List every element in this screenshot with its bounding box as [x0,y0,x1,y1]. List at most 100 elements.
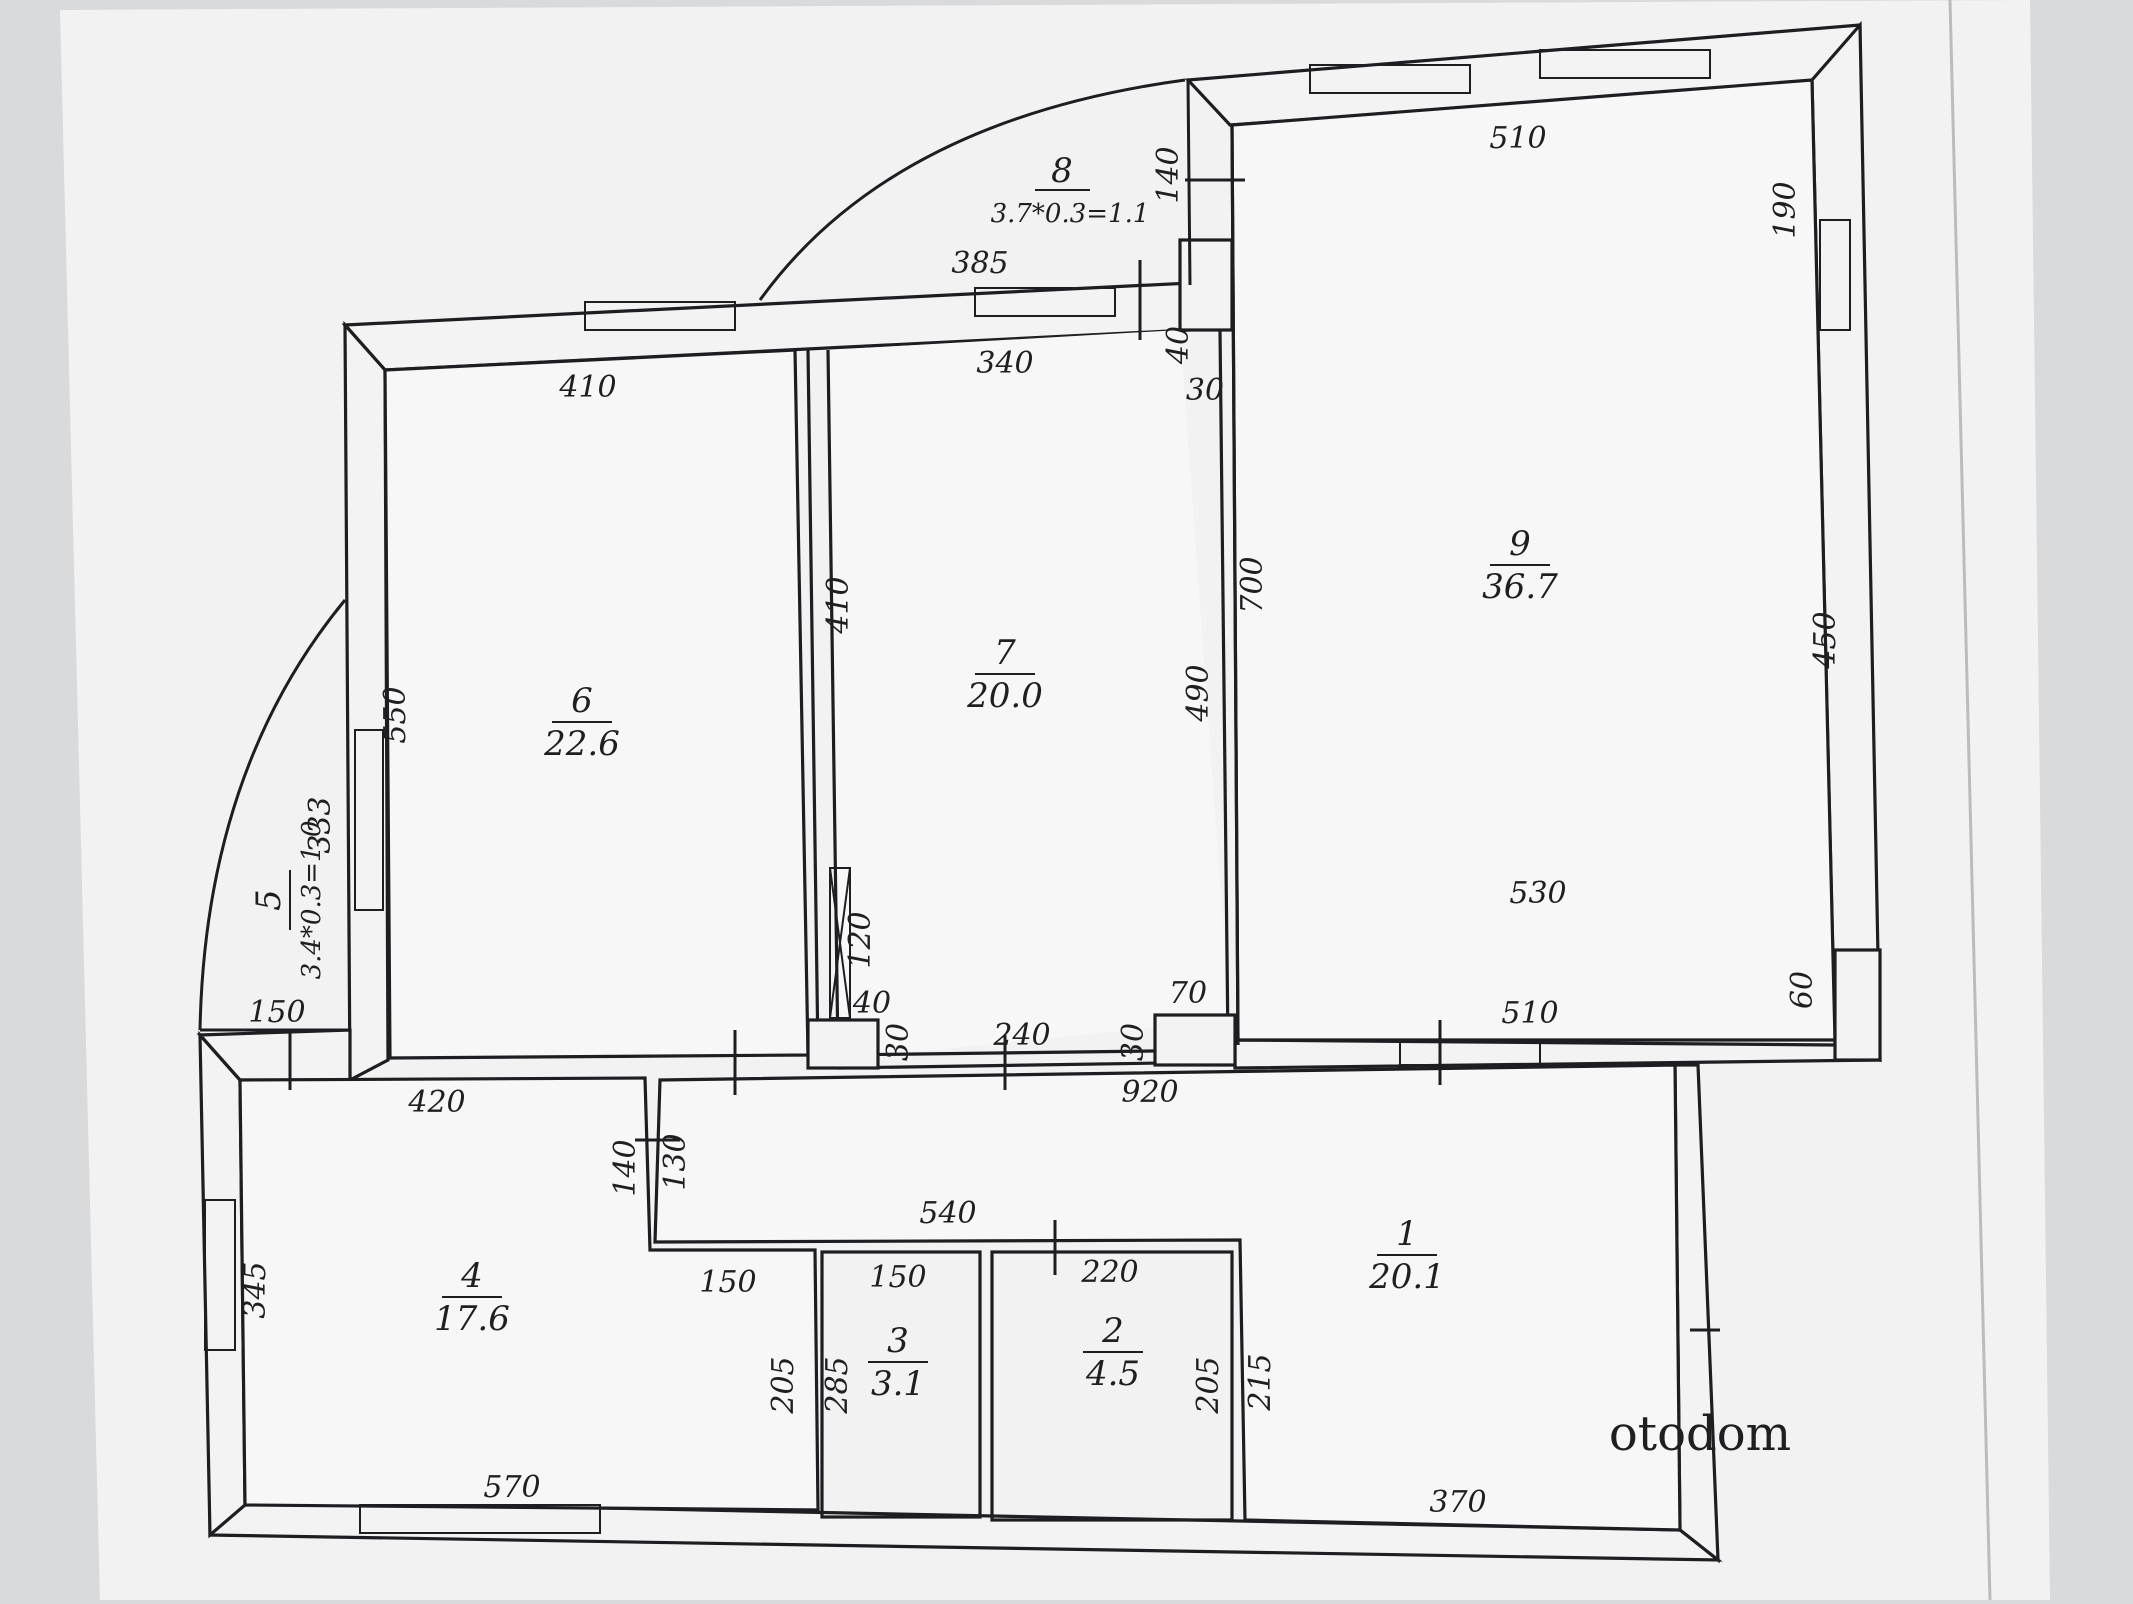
dim-door-240: 240 [992,1018,1050,1053]
window-r9a [1309,64,1471,94]
dim-r4-left: 345 [238,1261,273,1318]
window-r9b [1539,49,1711,79]
room-2-number: 2 [1101,1311,1124,1351]
room-8-area: 3.7*0.3=1.1 [991,199,1150,229]
room-6-fill [385,350,808,1058]
dim-r9-left: 700 [1235,556,1270,613]
dim-r9-top: 510 [1489,121,1546,156]
paper-fold [1948,0,1992,1601]
dim-r4-205: 205 [766,1356,801,1414]
watermark-text: otodom [1609,1406,1791,1462]
dim-r4-140: 140 [608,1139,643,1196]
room-labels: 6 22.6 7 20.0 9 36.7 4 17.6 3 3.1 2 4.5 … [249,151,1558,1404]
pillar-4 [1833,948,1882,1062]
balcony-5-arc [198,599,347,1031]
dim-r9-inner: 530 [1509,876,1566,911]
windows [204,49,1851,1534]
room-2-outline [990,1250,1234,1522]
dim-r9-60: 60 [1785,971,1820,1009]
room-1-outline [653,1063,1682,1532]
dim-hall-540: 540 [919,1196,976,1231]
room-fills [240,80,1835,1530]
window-r4-bottom [359,1504,601,1534]
dim-r3-top: 150 [869,1260,926,1295]
partition-7-9 [1218,329,1230,1046]
room-1-area: 20.1 [1368,1257,1445,1297]
dim-wall-30b: 30 [1186,373,1224,408]
window-r6-left [354,729,384,911]
room-6-number: 6 [571,681,593,721]
room-outlines [238,78,1837,1532]
dim-r4-130: 130 [658,1133,693,1190]
pillar-1 [806,1018,880,1070]
partition-6-7b [826,349,840,1056]
dim-r6-top: 410 [558,370,616,405]
room-7-fill [828,330,1230,1060]
dim-r9-right-top: 190 [1768,181,1803,238]
room-4-number: 4 [460,1256,483,1296]
dim-closet-w: 40 [852,986,891,1021]
room-8-number: 8 [1051,151,1073,191]
dim-b5-333: 333 [303,796,338,853]
dim-r3-left: 285 [820,1356,855,1414]
dim-b8-40: 40 [1161,326,1196,365]
dim-r2-top: 220 [1080,1255,1138,1290]
dim-r1-bottom: 370 [1429,1485,1486,1520]
dim-r2-right: 205 [1191,1356,1226,1414]
room-6-area: 22.6 [543,724,620,764]
room-1-fill [655,1065,1680,1530]
room-4-outline [238,1076,820,1512]
dim-b8-385: 385 [951,246,1008,281]
dim-r7-right: 490 [1181,664,1216,722]
dim-b8-140: 140 [1151,146,1186,203]
balconies [198,78,1192,1032]
room-7-number: 7 [994,633,1016,673]
room-5-area: 3.4*0.3=1.0 [297,821,327,980]
pillar-3 [1178,238,1234,332]
room-5-label: 5 3.4*0.3=1.0 [249,821,327,980]
closet-rect [829,867,851,1019]
window-r9-right [1819,219,1851,331]
room-3-area: 3.1 [871,1364,925,1404]
dim-wall-30c: 30 [1116,1023,1151,1061]
balcony-8-arc [758,78,1186,301]
room-5-number: 5 [249,889,289,911]
closet-x2 [829,867,851,1019]
partition-6-7 [806,349,820,1056]
dim-hall-920: 920 [1121,1075,1178,1110]
dim-wall-70: 70 [1169,976,1207,1011]
room-9-number: 9 [1509,524,1531,564]
dim-r6-left: 550 [378,686,413,743]
dim-b5-150: 150 [248,995,305,1030]
dim-closet-h: 120 [843,911,878,968]
pillar-2 [1153,1013,1237,1067]
dim-r4-top: 420 [407,1085,465,1120]
room-9-area: 36.7 [1482,567,1558,607]
balcony-8-side [1186,79,1192,286]
room-9-fill [1232,80,1835,1040]
room-3-outline [820,1250,982,1519]
room-2-area: 4.5 [1085,1354,1140,1394]
closet [829,867,851,1019]
dim-wall-30a: 30 [881,1023,916,1061]
room-7-area: 20.0 [966,676,1043,716]
dim-r7-top: 340 [976,346,1033,381]
dim-r4-150: 150 [699,1265,756,1300]
room-4-fill [240,1078,818,1510]
door-ticks [288,178,1720,1332]
dim-r4-bottom: 570 [483,1470,540,1505]
window-r7 [974,287,1116,317]
room-1-number: 1 [1396,1214,1418,1254]
window-r4-left [204,1199,236,1351]
window-r9-bottom [1399,1039,1541,1066]
window-r6 [584,301,736,331]
dim-r1-215: 215 [1243,1353,1278,1411]
dimension-labels: 410 550 340 410 490 120 40 30 240 30 70 … [238,121,1843,1520]
dim-r7-left: 410 [821,576,856,634]
room-4-area: 17.6 [434,1299,510,1339]
room-3-number: 3 [887,1321,909,1361]
dim-r9-right: 450 [1808,611,1843,669]
dim-r9-bottom: 510 [1501,996,1558,1031]
